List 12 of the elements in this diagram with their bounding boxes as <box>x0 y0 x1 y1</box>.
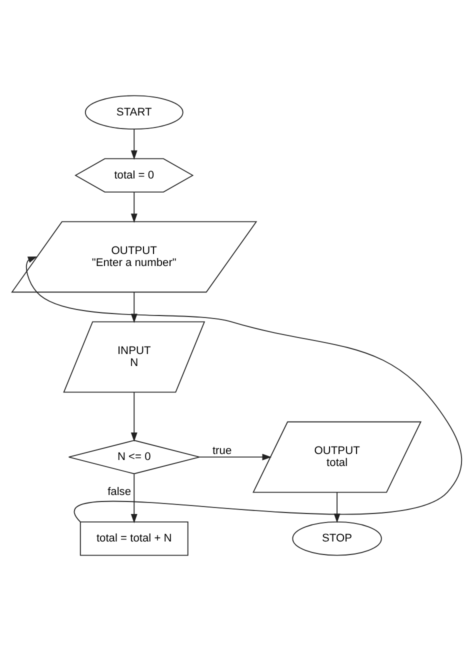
node-diamond: N <= 0 <box>68 440 200 474</box>
arrow <box>199 454 272 460</box>
arrow <box>130 392 138 442</box>
edge-label: false <box>108 486 132 498</box>
edge-label: true <box>212 444 232 457</box>
arrow <box>130 292 138 323</box>
node-ellipse: STOP <box>292 521 382 556</box>
node-ellipse: START <box>84 95 184 130</box>
node-box: total = total + N <box>80 521 188 556</box>
arrow <box>130 474 138 524</box>
arrow <box>130 128 138 160</box>
arrow <box>130 192 138 223</box>
